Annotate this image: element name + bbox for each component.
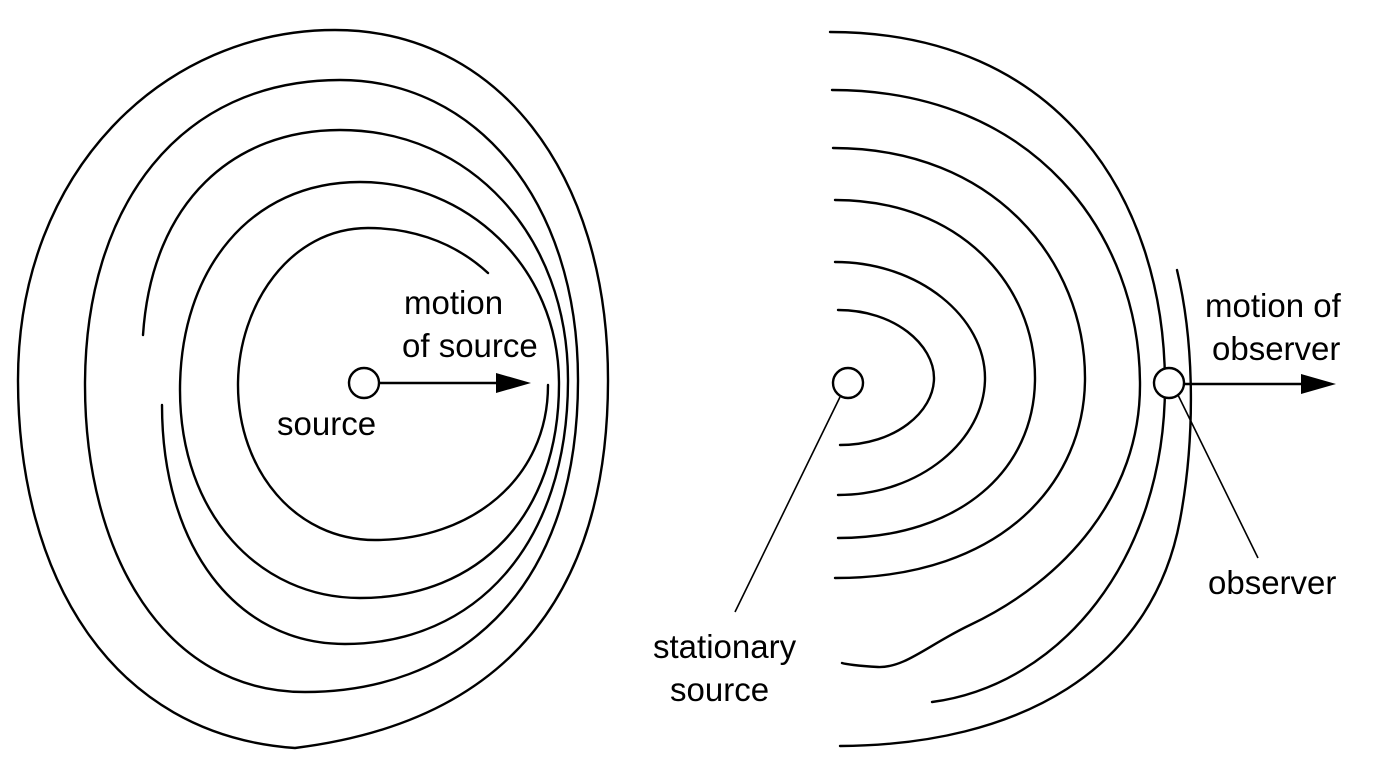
half-wavefront-2 xyxy=(833,260,987,497)
stationary-source-line1: stationary xyxy=(653,628,797,665)
observer-dot xyxy=(1152,366,1186,400)
wavefront-4 xyxy=(178,180,561,600)
stationary-source-pointer xyxy=(734,396,841,613)
half-wavefront-5 xyxy=(830,88,1142,669)
motion-of-observer-line1: motion of xyxy=(1205,287,1342,324)
stationary-source-dot xyxy=(831,366,865,400)
half-wavefront-3 xyxy=(833,198,1037,540)
half-wavefront-6 xyxy=(828,30,1167,704)
half-wavefront-1 xyxy=(836,308,936,447)
observer-pointer xyxy=(1177,394,1259,559)
motion-of-source-label: motion of source xyxy=(402,284,538,364)
moving-source-dot xyxy=(347,366,381,400)
stationary-source-label: stationary source xyxy=(653,628,805,708)
observer-label: observer xyxy=(1208,564,1336,601)
source-label: source xyxy=(277,405,376,442)
motion-of-source-line2: of source xyxy=(402,327,538,364)
wavefront-2 xyxy=(83,78,580,694)
half-wavefront-4 xyxy=(831,146,1087,580)
moving-observer-panel: motion of observer stationary source obs… xyxy=(653,30,1350,748)
stationary-source-line2: source xyxy=(670,671,769,708)
observer-wavefront xyxy=(838,268,1193,748)
motion-of-observer-label: motion of observer xyxy=(1205,287,1350,367)
moving-source-panel: motion of source source xyxy=(16,28,610,750)
source-motion-arrowhead xyxy=(496,373,531,393)
motion-of-observer-line2: observer xyxy=(1212,330,1340,367)
wavefront-3 xyxy=(141,128,570,646)
wavefront-1 xyxy=(16,28,610,750)
wavefront-5 xyxy=(236,226,550,542)
observer-motion-arrowhead xyxy=(1301,374,1336,394)
motion-of-source-line1: motion xyxy=(404,284,503,321)
